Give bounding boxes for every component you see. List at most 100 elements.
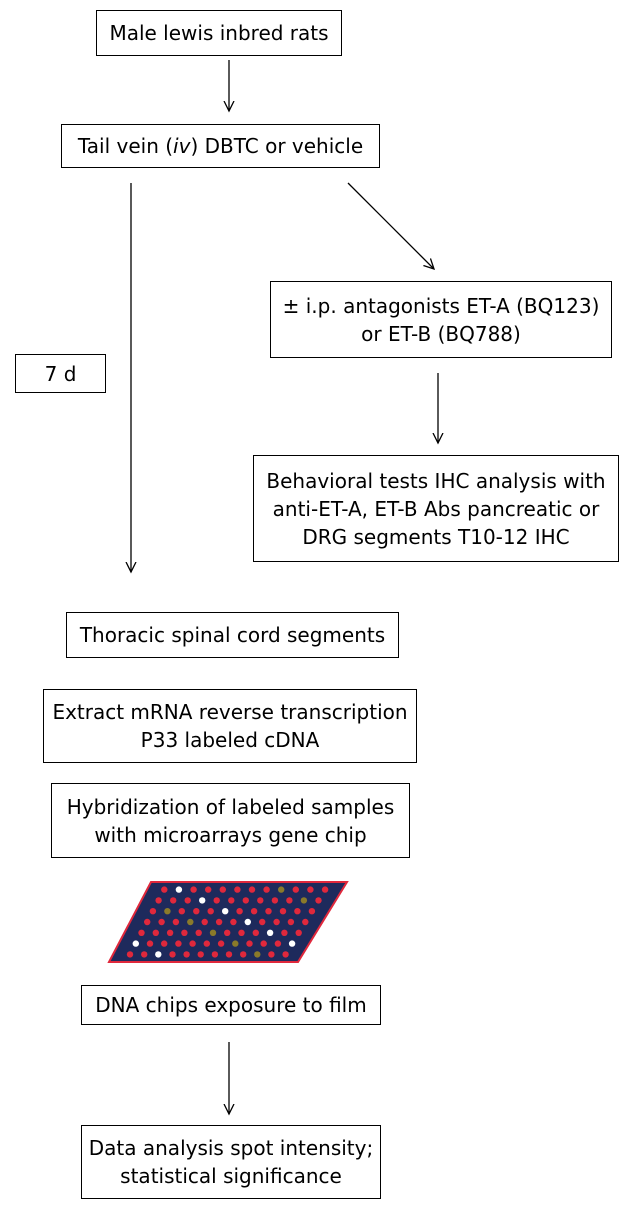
box-line: statistical significance (120, 1164, 342, 1188)
microarray-spot (315, 897, 322, 904)
microarray-spot (266, 929, 274, 936)
tail-vein-italic: iv (173, 134, 191, 158)
microarray-spot (307, 886, 314, 893)
microarray-spot (244, 918, 251, 926)
microarray-spot (161, 940, 168, 947)
microarray-spot (172, 918, 180, 926)
microarray-spot (201, 918, 208, 926)
microarray-spot (252, 929, 259, 936)
microarray-spot (181, 929, 188, 936)
microarray-spot (158, 918, 165, 926)
microarray-spot (175, 886, 183, 893)
box-male-lewis-rats-text: Male lewis inbred rats (109, 19, 328, 47)
microarray-spot (170, 897, 177, 904)
microarray-spot (203, 940, 210, 947)
microarray-spot (240, 951, 247, 958)
microarray-spot (278, 886, 285, 893)
box-data-analysis-text: Data analysis spot intensity; statistica… (89, 1134, 373, 1190)
box-antagonists-text: ± i.p. antagonists ET-A (BQ123) or ET-B … (283, 292, 600, 348)
microarray-spot (166, 929, 174, 936)
microarray-spot (222, 908, 229, 915)
box-line: Data analysis spot intensity; (88, 1136, 374, 1160)
box-antagonists: ± i.p. antagonists ET-A (BQ123) or ET-B … (270, 281, 612, 358)
box-line: Male lewis inbred rats (109, 21, 329, 45)
microarray-spot (138, 929, 145, 936)
microarray-spot (248, 886, 256, 893)
box-data-analysis: Data analysis spot intensity; statistica… (81, 1125, 381, 1199)
microarray-spot (126, 951, 134, 958)
microarray-spot (302, 918, 309, 926)
tail-vein-prefix: Tail vein ( (77, 134, 174, 158)
box-male-lewis-rats: Male lewis inbred rats (96, 10, 342, 56)
microarray-spot (207, 908, 214, 915)
box-line: Thoracic spinal cord segments (79, 623, 386, 647)
microarray-spot (234, 886, 241, 893)
box-line: DRG segments T10-12 IHC (302, 524, 570, 549)
box-thoracic-spinal-cord: Thoracic spinal cord segments (66, 612, 399, 658)
microarray-spot (141, 951, 148, 958)
box-dna-chips-text: DNA chips exposure to film (95, 991, 366, 1019)
microarray-spot (183, 951, 190, 958)
microarray-spot (189, 940, 196, 947)
box-behavioral-text: Behavioral tests IHC analysis with anti-… (266, 467, 605, 551)
microarray-spot (273, 918, 280, 926)
box-line: ± i.p. antagonists ET-A (BQ123) (282, 293, 600, 318)
microarray-spot (236, 908, 243, 915)
microarray-spot (169, 951, 176, 958)
box-line: Extract mRNA reverse transcription (52, 700, 408, 724)
box-hybridization: Hybridization of labeled samples with mi… (51, 783, 410, 858)
microarray-spot (294, 908, 301, 915)
microarray-spot (184, 897, 191, 904)
microarray-spot (217, 940, 225, 947)
microarray-spot (238, 929, 245, 936)
microarray-spot (265, 908, 272, 915)
box-duration-text: 7 d (45, 360, 77, 388)
box-behavioral-tests: Behavioral tests IHC analysis with anti-… (253, 455, 619, 562)
box-tail-vein: Tail vein (iv) DBTC or vehicle (61, 124, 380, 168)
microarray-spot (149, 908, 157, 915)
microarray-spot (257, 897, 264, 904)
box-thoracic-text: Thoracic spinal cord segments (80, 621, 385, 649)
microarray-spot (219, 886, 226, 893)
box-line: DNA chips exposure to film (95, 993, 367, 1017)
microarray-spot (292, 886, 299, 893)
box-line: Behavioral tests IHC analysis with (266, 468, 606, 493)
microarray-spot (288, 940, 296, 947)
tail-vein-suffix: ) DBTC or vehicle (190, 134, 364, 158)
box-line: with microarrays gene chip (94, 822, 367, 847)
microarray-spot (250, 908, 258, 915)
microarray-spot (260, 940, 267, 947)
microarray-spot (282, 951, 289, 958)
microarray-spot (286, 897, 293, 904)
microarray-spot (187, 918, 194, 926)
microarray-spot (308, 908, 316, 915)
microarray-spot (164, 908, 171, 915)
microarray-spot (321, 886, 329, 893)
microarray-spot (279, 908, 287, 915)
box-duration-7d: 7 d (15, 354, 106, 393)
microarray-spot (190, 886, 197, 893)
microarray-spot (205, 886, 212, 893)
microarray-spot (268, 951, 275, 958)
microarray-spot (161, 886, 168, 893)
box-line: anti-ET-A, ET-B Abs pancreatic or (272, 496, 600, 521)
microarray-spot (155, 951, 162, 958)
box-dna-chips-exposure: DNA chips exposure to film (81, 985, 381, 1025)
microarray-spot (213, 897, 220, 904)
microarray-spot (155, 897, 162, 904)
box-line: or ET-B (BQ788) (361, 321, 521, 346)
microarray-spot (152, 929, 159, 936)
microarray-spot (144, 918, 151, 926)
microarray-spot (287, 918, 295, 926)
microarray-spot (228, 897, 235, 904)
microarray-spot (146, 940, 154, 947)
microarray-spot (232, 940, 239, 947)
arrow-tail-vein-to-antagonists (347, 182, 434, 269)
microarray-spot (271, 897, 279, 904)
microarray-spot (199, 897, 206, 904)
microarray-spot (225, 951, 233, 958)
box-tail-vein-text: Tail vein (iv) DBTC or vehicle (78, 132, 363, 160)
microarray-spot (224, 929, 231, 936)
